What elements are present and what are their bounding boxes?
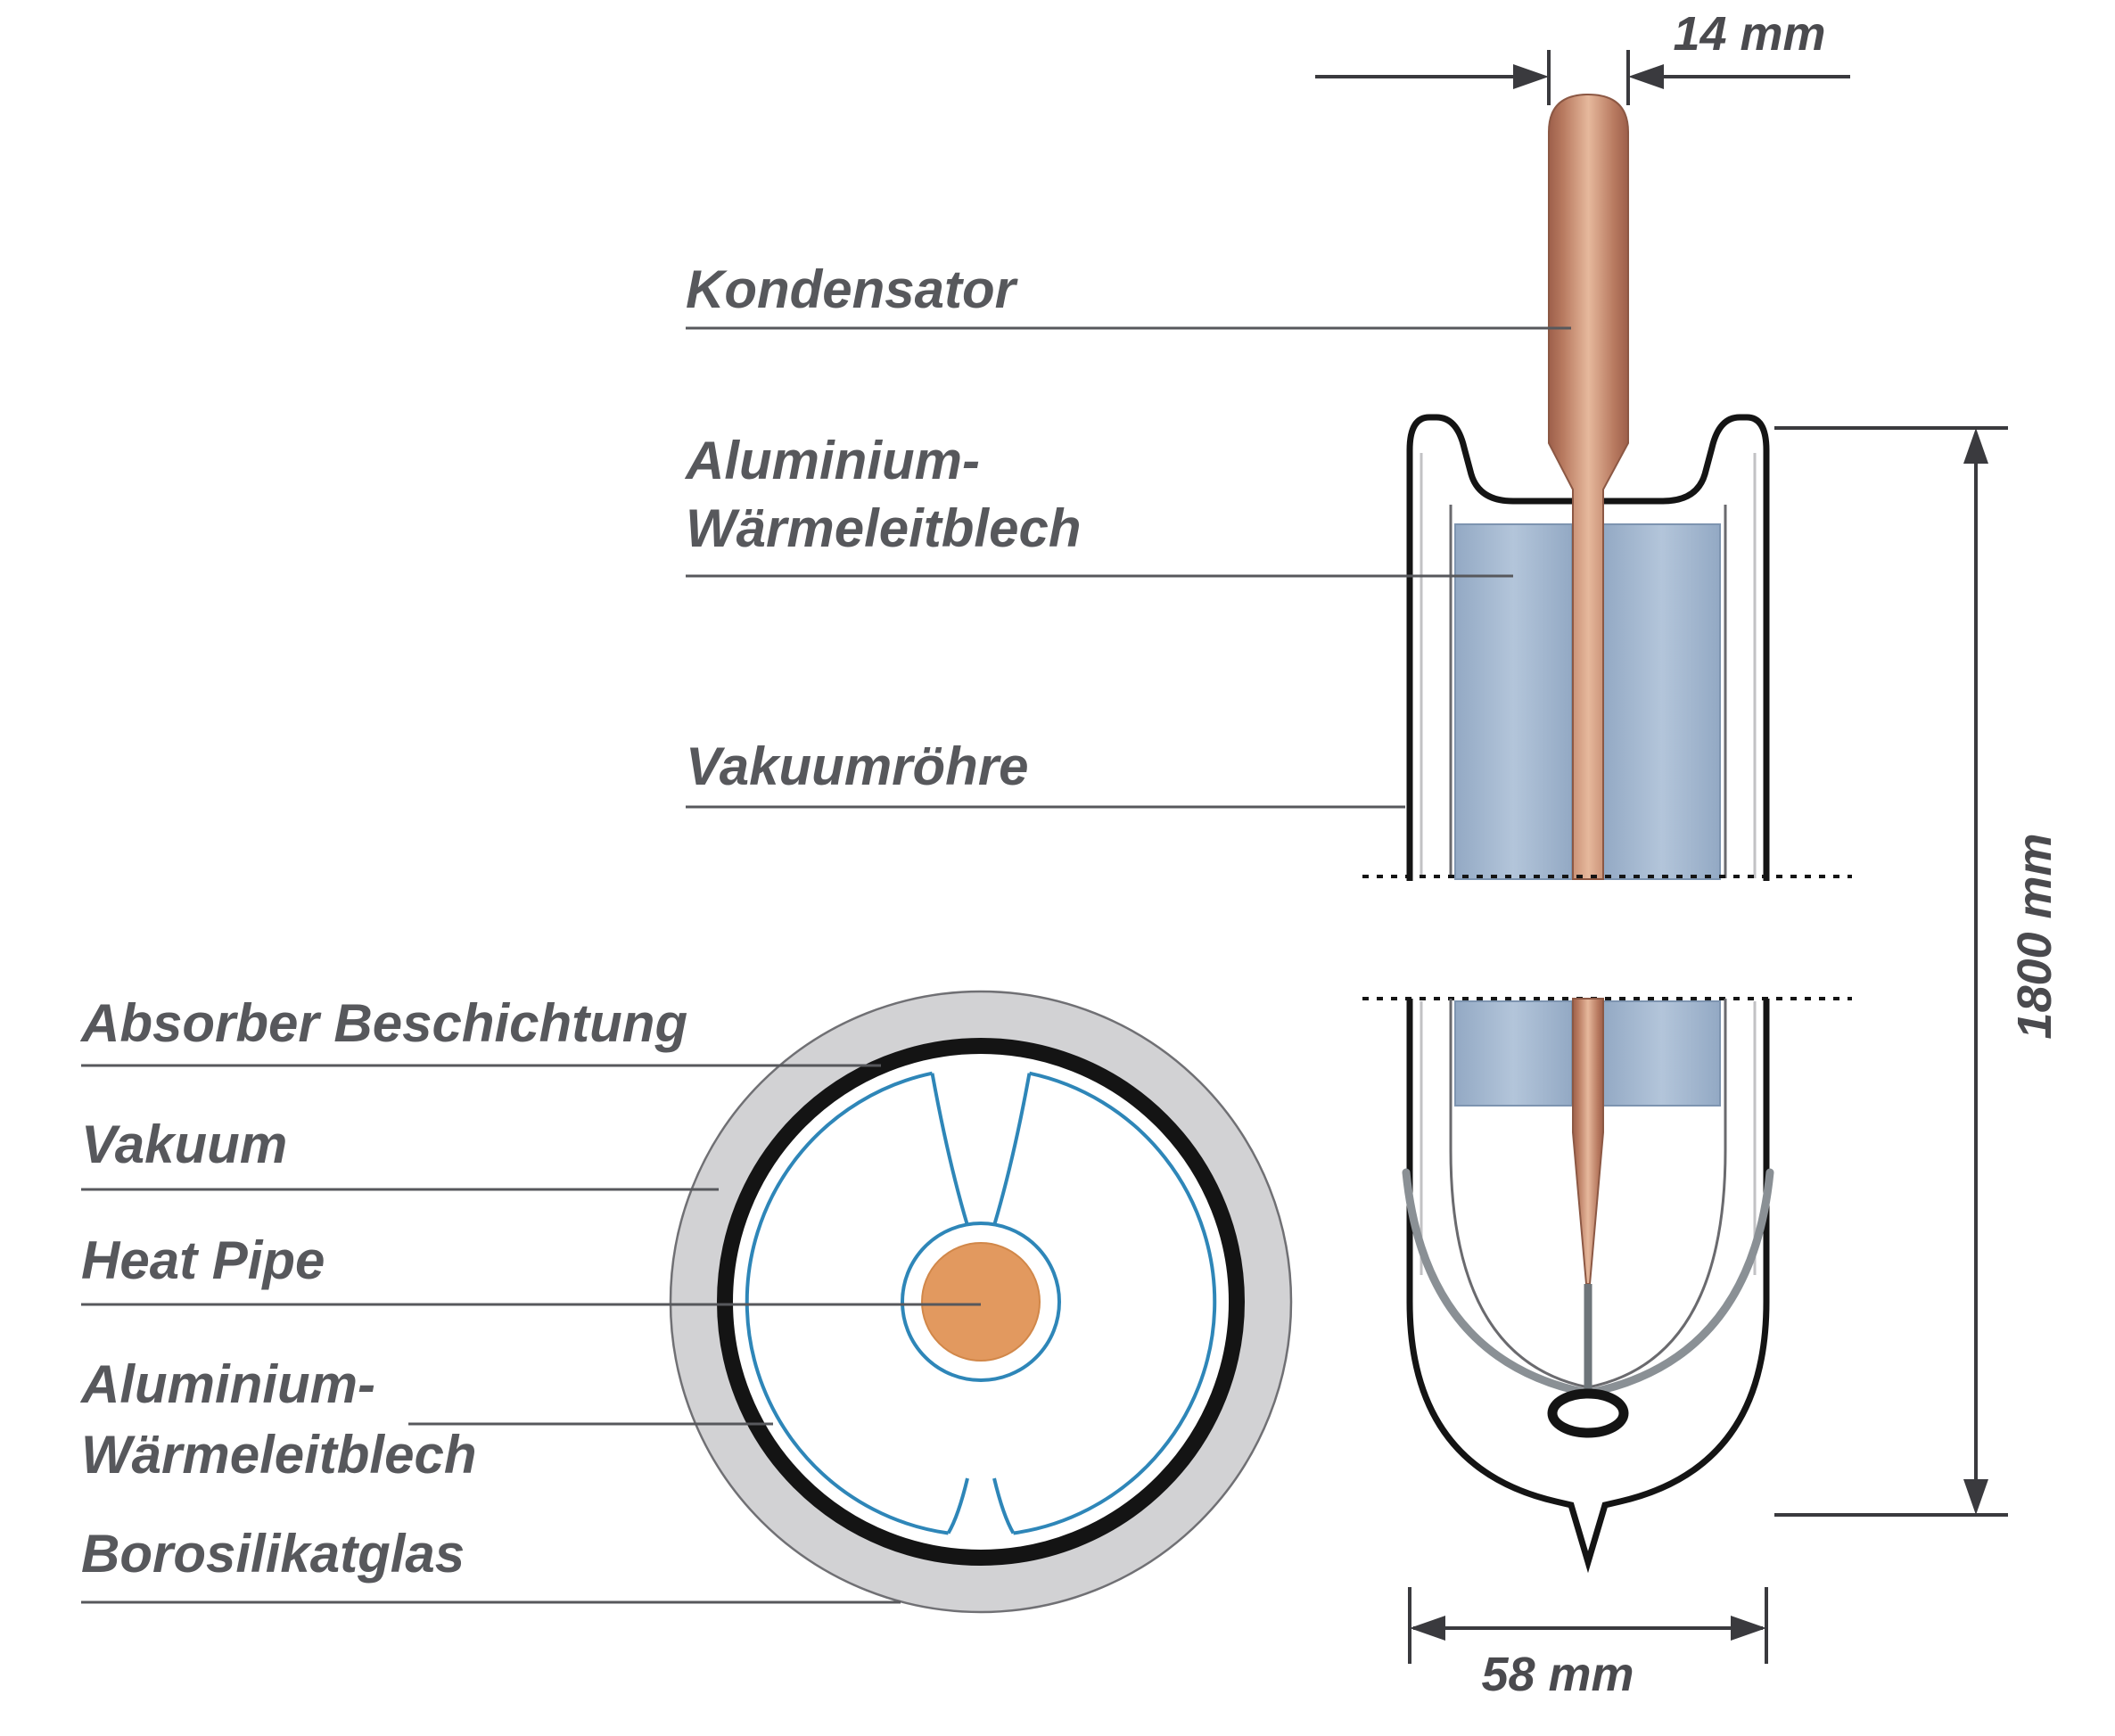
label-absorber-beschichtung: Absorber Beschichtung <box>79 993 687 1053</box>
dim-58-arrow-right <box>1731 1616 1766 1641</box>
dim-14-arrow-left <box>1628 64 1664 89</box>
dim-1800-text: 1800 mm <box>2008 833 2062 1039</box>
dimension-14mm: 14 mm <box>1315 7 1850 105</box>
dim-58-text: 58 mm <box>1481 1648 1634 1701</box>
label-borosilikatglas: Borosilikatglas <box>81 1524 465 1584</box>
heat-pipe-circle <box>921 1242 1041 1362</box>
dim-14-text: 14 mm <box>1673 7 1825 61</box>
aluminium-fin-left-lower <box>1454 1000 1573 1107</box>
dim-14-arrow-right <box>1513 64 1549 89</box>
cross-section <box>669 990 1293 1614</box>
aluminium-fin-right-lower <box>1602 1000 1721 1107</box>
labels: Kondensator Aluminium- Wärmeleitblech Va… <box>79 259 1081 1584</box>
aluminium-sheet-fold-left <box>930 1073 969 1225</box>
dim-1800-arrow-top <box>1963 428 1988 464</box>
aluminium-sheet-arc-left <box>745 1071 949 1535</box>
dim-58-arrow-left <box>1410 1616 1445 1641</box>
label-aluminium-top-1: Aluminium- <box>684 431 980 490</box>
label-heat-pipe: Heat Pipe <box>81 1230 325 1290</box>
aluminium-sheet-arc-right <box>1013 1071 1217 1535</box>
label-vakuum: Vakuum <box>81 1115 287 1174</box>
label-aluminium-cross-1: Aluminium- <box>79 1354 375 1414</box>
label-vakuumroehre: Vakuumröhre <box>686 736 1029 796</box>
support-clip-right <box>1585 1168 1774 1397</box>
aluminium-sheet-fold-right <box>992 1073 1032 1225</box>
label-kondensator: Kondensator <box>686 259 1019 319</box>
condenser-rod <box>1548 93 1629 880</box>
dim-1800-arrow-bottom <box>1963 1479 1988 1515</box>
aluminium-sheet-hook-right <box>992 1477 1016 1534</box>
dimension-1800mm: 1800 mm <box>1774 426 2062 1517</box>
aluminium-sheet-hook-left <box>946 1477 969 1534</box>
dimension-58mm: 58 mm <box>1408 1587 1768 1701</box>
glass-tube-lower <box>1406 999 1770 1574</box>
getter-ring <box>1547 1388 1629 1438</box>
label-aluminium-cross-2: Wärmeleitblech <box>81 1425 476 1485</box>
support-clip-left <box>1402 1168 1591 1397</box>
label-aluminium-top-2: Wärmeleitblech <box>686 498 1081 558</box>
aluminium-fin-left-upper <box>1454 523 1573 880</box>
leader-lines <box>81 326 1571 1604</box>
heat-pipe-lower-tip <box>1572 998 1604 1285</box>
aluminium-fin-right-upper <box>1602 523 1721 880</box>
longitudinal-section <box>1362 93 1852 1574</box>
